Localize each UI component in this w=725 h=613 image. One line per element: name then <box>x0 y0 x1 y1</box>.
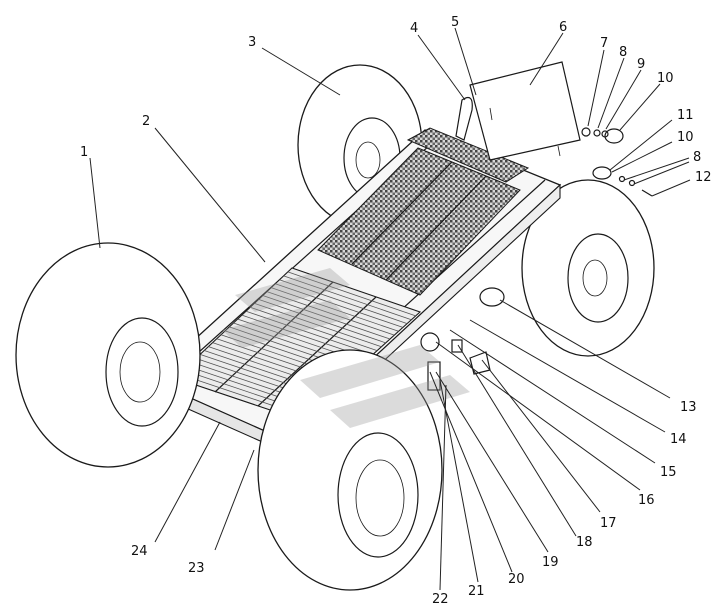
rear-grate-deck <box>317 127 530 296</box>
front-slat-deck <box>173 267 422 421</box>
callout-labels: 1 2 3 4 5 6 7 8 9 10 11 10 8 12 13 14 15… <box>80 15 712 607</box>
watermark-logo <box>222 268 470 428</box>
callout-23: 23 <box>188 561 205 576</box>
callout-1: 1 <box>80 145 88 160</box>
deck-slat <box>266 291 395 336</box>
callout-15: 15 <box>660 465 677 480</box>
callout-22: 22 <box>432 592 449 607</box>
callout-3: 3 <box>248 35 256 50</box>
callout-16: 16 <box>638 493 655 508</box>
deck-slat <box>283 275 412 321</box>
rear-right-wheel <box>521 179 655 357</box>
deck-slat <box>270 287 399 332</box>
leader-lines <box>89 27 691 591</box>
callout-9: 9 <box>637 57 645 72</box>
front-left-wheel <box>15 242 201 468</box>
callout-7: 7 <box>600 36 608 51</box>
deck-slat <box>279 279 408 324</box>
callout-12: 12 <box>695 170 712 185</box>
deck-slat <box>275 283 403 328</box>
callout-10a: 10 <box>657 71 674 86</box>
callout-19: 19 <box>542 555 559 570</box>
callout-8b: 8 <box>693 150 701 165</box>
callout-8a: 8 <box>619 45 627 60</box>
deck-slat <box>254 302 382 348</box>
deck-slat <box>258 299 386 344</box>
deck-slat <box>287 271 416 317</box>
deck-slat <box>250 306 378 351</box>
hardware-set <box>581 127 653 197</box>
callout-10b: 10 <box>677 130 694 145</box>
callout-2: 2 <box>142 114 150 129</box>
callout-18: 18 <box>576 535 593 550</box>
tailgate-hook <box>455 97 473 141</box>
front-right-wheel <box>257 349 443 591</box>
callout-20: 20 <box>508 572 525 587</box>
deck-slat <box>262 295 391 340</box>
callout-24: 24 <box>131 544 148 559</box>
callout-14: 14 <box>670 432 687 447</box>
callout-4: 4 <box>410 21 418 36</box>
callout-11: 11 <box>677 108 694 123</box>
callout-17: 17 <box>600 516 617 531</box>
callout-5: 5 <box>451 15 459 30</box>
callout-6: 6 <box>559 20 567 35</box>
tailgate-plate <box>469 61 581 161</box>
deck-slat <box>245 310 373 355</box>
callout-21: 21 <box>468 584 485 599</box>
callout-13: 13 <box>680 400 697 415</box>
